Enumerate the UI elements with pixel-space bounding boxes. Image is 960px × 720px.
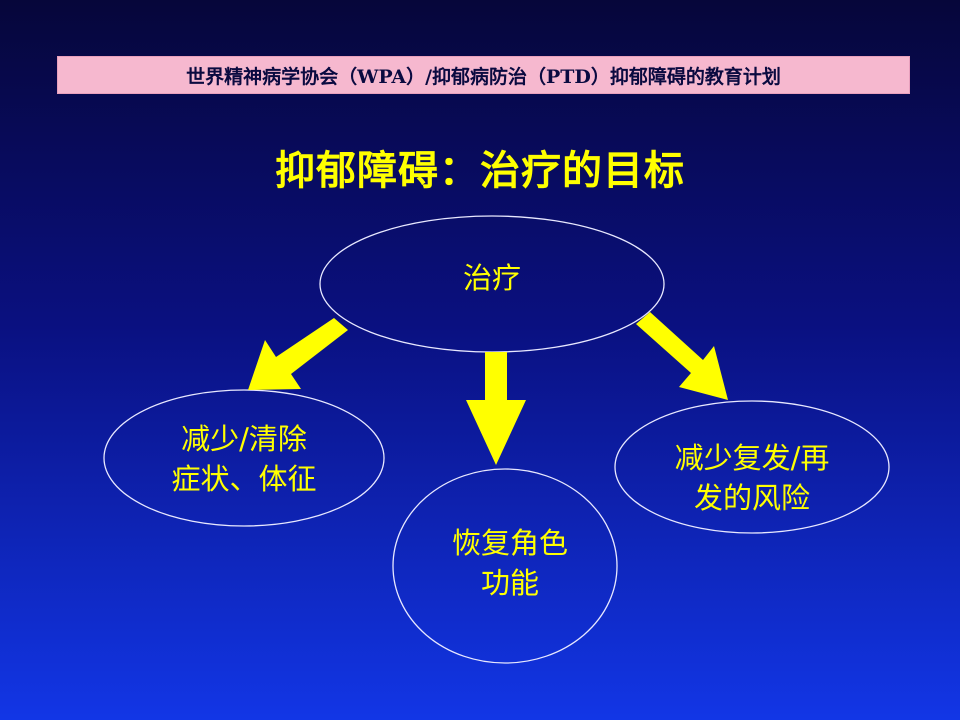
- middle-node-line1: 恢复角色: [451, 526, 568, 560]
- right-node-line2: 发的风险: [693, 481, 810, 515]
- left-node-label: 减少/清除 症状、体征: [124, 419, 364, 499]
- page-title: 抑郁障碍：治疗的目标: [275, 148, 685, 194]
- middle-node-line2: 功能: [480, 566, 539, 600]
- header-text: 世界精神病学协会（WPA）/抑郁病防治（PTD）抑郁障碍的教育计划: [186, 65, 781, 88]
- middle-ellipse: [392, 468, 618, 664]
- header-banner: 世界精神病学协会（WPA）/抑郁病防治（PTD）抑郁障碍的教育计划: [57, 56, 910, 94]
- right-node-label: 减少复发/再 发的风险: [632, 438, 872, 518]
- left-node-line1: 减少/清除: [181, 422, 307, 456]
- right-node-line1: 减少复发/再: [674, 441, 830, 475]
- middle-node-label: 恢复角色 功能: [405, 523, 615, 603]
- left-node-line2: 症状、体征: [171, 462, 317, 496]
- center-node-label: 治疗: [392, 258, 592, 298]
- arrow-middle: [466, 352, 526, 465]
- arrow-left: [248, 318, 348, 390]
- right-ellipse: [614, 400, 890, 534]
- arrow-right: [636, 312, 728, 400]
- center-node-text: 治疗: [462, 261, 521, 295]
- left-ellipse: [103, 389, 385, 527]
